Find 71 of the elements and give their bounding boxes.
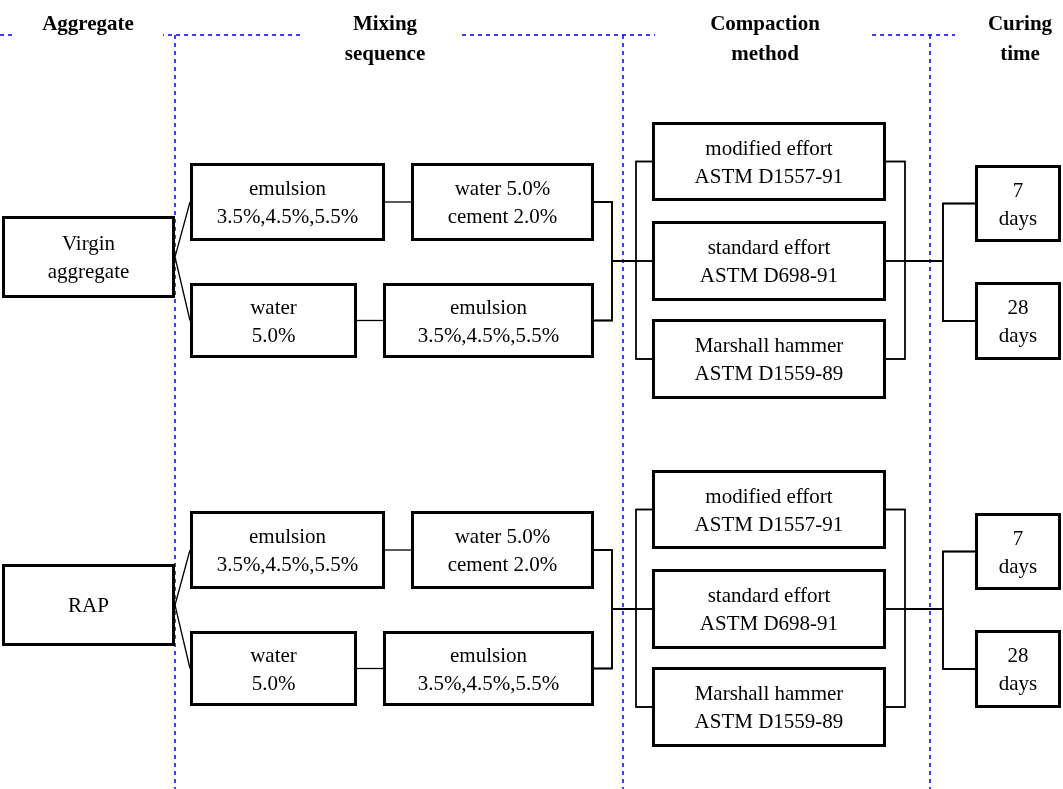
box-text: days [998,322,1038,349]
box-text: 3.5%,4.5%,5.5% [216,551,359,578]
process-box [2,564,175,646]
box-text: ASTM D698-91 [699,610,839,637]
process-box [975,630,1061,708]
process-box [652,319,886,399]
box-text: Virgin [61,230,116,257]
box-text: Marshall hammer [694,332,844,359]
box-text: Marshall hammer [694,680,844,707]
process-box [383,631,594,706]
box-text: water [250,641,297,669]
box-text: emulsion [450,641,527,669]
box-text: standard effort [707,234,831,261]
box-text: cement 2.0% [447,551,558,578]
box-text: 28 [1007,642,1029,669]
box-text: 5.0% [251,321,296,349]
process-box [383,283,594,358]
connector-line [174,604,191,670]
box-text: ASTM D1559-89 [694,360,844,387]
box-text: emulsion [249,523,326,550]
box-text: modified effort [705,482,833,510]
process-box [411,163,594,241]
box-text: water [250,293,297,321]
box-text: days [998,552,1038,580]
connector-line [885,608,976,708]
connector-line [384,201,412,203]
box-text: water 5.0% [454,523,551,550]
connector-line [174,201,191,258]
box-text: water 5.0% [454,175,551,202]
box-text: standard effort [707,582,831,609]
process-box [190,631,357,706]
box-text: aggregate [47,258,130,285]
box-text: ASTM D698-91 [699,262,839,289]
connector-line [384,549,412,551]
process-box [975,282,1061,360]
box-text: 3.5%,4.5%,5.5% [417,321,560,349]
process-box [190,163,385,241]
process-box [190,511,385,589]
process-box [652,470,886,549]
box-text: 7 [1012,524,1024,552]
process-box [2,216,175,298]
connector-line [174,256,191,322]
box-text: 3.5%,4.5%,5.5% [417,669,560,697]
process-box [652,667,886,747]
box-text: RAP [68,592,109,619]
connector-line [356,319,384,322]
connector-line [885,260,976,360]
box-text: 3.5%,4.5%,5.5% [216,203,359,230]
process-box [652,122,886,201]
connector-line [356,667,384,670]
process-box [652,569,886,649]
box-text: emulsion [249,175,326,202]
box-text: ASTM D1557-91 [694,510,844,538]
box-text: ASTM D1557-91 [694,162,844,190]
process-box [975,513,1061,590]
box-text: days [998,204,1038,232]
box-text: days [998,670,1038,697]
process-box [411,511,594,589]
connector-line [593,260,653,360]
box-text: ASTM D1559-89 [694,708,844,735]
box-text: cement 2.0% [447,203,558,230]
connector-line [174,549,191,606]
box-text: emulsion [450,293,527,321]
connector-line [593,608,653,708]
process-box [975,165,1061,242]
box-text: modified effort [705,134,833,162]
box-text: 5.0% [251,669,296,697]
process-box [190,283,357,358]
box-text: 28 [1007,294,1029,321]
box-text: 7 [1012,176,1024,204]
process-box [652,221,886,301]
